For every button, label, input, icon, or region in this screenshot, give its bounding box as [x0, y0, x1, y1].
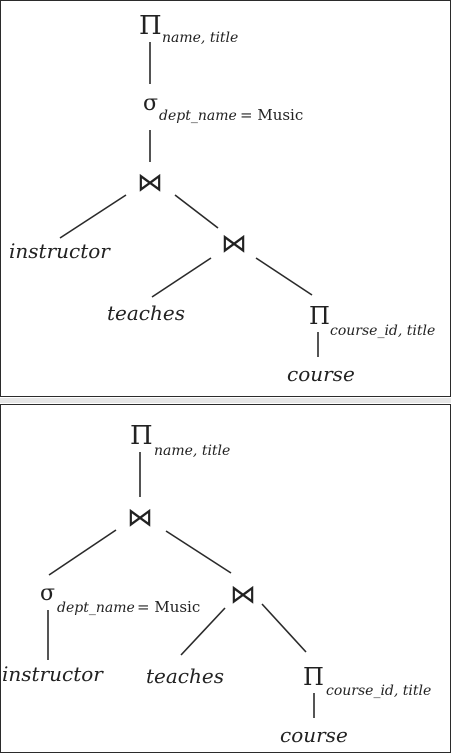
projection-symbol: Π [139, 11, 162, 41]
edge-join-select [48, 529, 117, 576]
selection-condition: = Music [137, 598, 200, 616]
selection-attribute: dept_name [159, 108, 237, 124]
top-expression-tree-panel [0, 0, 451, 397]
leaf-instructor: instructor [2, 662, 104, 686]
top-tree: Π name, title σ dept_name = Music ⋈ inst… [9, 11, 435, 386]
edge-join-subjoin [165, 530, 232, 574]
selection-attribute: dept_name [57, 600, 135, 616]
edge-join-subjoin [174, 194, 219, 229]
join-symbol: ⋈ [221, 229, 247, 259]
edge-join-instructor [59, 194, 127, 239]
leaf-course: course [280, 723, 348, 747]
edge-subjoin-teaches [151, 257, 212, 298]
leaf-teaches: teaches [146, 664, 224, 688]
projection-symbol: Π [309, 302, 330, 330]
selection-symbol: σ [143, 91, 158, 116]
projection-attributes: name, title [162, 30, 238, 46]
join-symbol: ⋈ [137, 168, 163, 198]
bottom-expression-tree-panel [0, 404, 451, 753]
leaf-course: course [287, 362, 355, 386]
edge-subjoin-teaches [180, 607, 226, 656]
projection-symbol: Π [130, 421, 153, 451]
selection-symbol: σ [40, 581, 55, 606]
leaf-teaches: teaches [107, 301, 185, 325]
join-symbol: ⋈ [127, 503, 153, 533]
projection-symbol: Π [303, 663, 324, 691]
selection-condition: = Music [240, 106, 303, 124]
edge-subjoin-project [261, 603, 307, 653]
edge-subjoin-project [255, 257, 313, 296]
projection-attributes: name, title [154, 443, 230, 459]
projection-attributes: course_id, title [330, 323, 435, 339]
projection-attributes: course_id, title [326, 683, 431, 699]
panel-divider [0, 398, 451, 403]
bottom-tree: Π name, title ⋈ σ dept_name = Music ⋈ in… [2, 421, 431, 747]
leaf-instructor: instructor [9, 239, 111, 263]
join-symbol: ⋈ [230, 580, 256, 610]
